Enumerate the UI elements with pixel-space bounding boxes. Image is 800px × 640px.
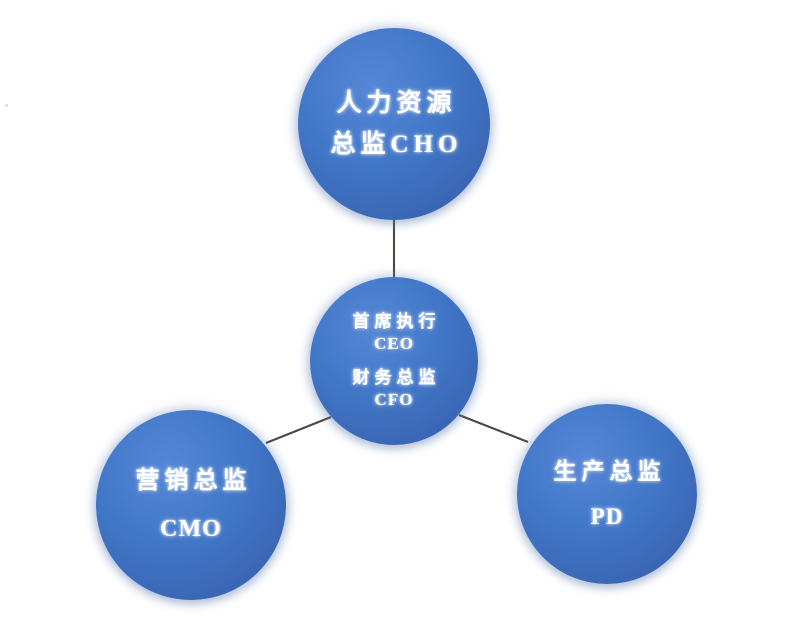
- connector-center-to-pd: [458, 414, 529, 443]
- scan-artifact-speck: [5, 104, 8, 107]
- node-ceo-cfo-line-3: 财务总监: [352, 367, 441, 387]
- node-pd-line-2: PD: [590, 504, 624, 529]
- node-cmo-line-1: 营销总监: [135, 467, 252, 494]
- node-pd-line-1: 生产总监: [553, 458, 666, 484]
- node-ceo-cfo[interactable]: 首席执行 CEO 财务总监 CFO: [310, 277, 478, 445]
- node-pd[interactable]: 生产总监 PD: [517, 404, 697, 584]
- node-ceo-cfo-line-2: CEO: [374, 334, 414, 354]
- node-cho-line-1: 人力资源: [336, 90, 457, 117]
- node-ceo-cfo-line-4: CFO: [374, 389, 414, 409]
- node-cho[interactable]: 人力资源 总监CHO: [298, 28, 490, 220]
- node-cho-line-2: 总监CHO: [330, 130, 463, 158]
- node-cmo-line-2: CMO: [160, 516, 222, 542]
- node-cmo[interactable]: 营销总监 CMO: [96, 410, 286, 600]
- node-ceo-cfo-line-1: 首席执行: [352, 312, 441, 332]
- connector-center-to-cmo: [265, 416, 332, 444]
